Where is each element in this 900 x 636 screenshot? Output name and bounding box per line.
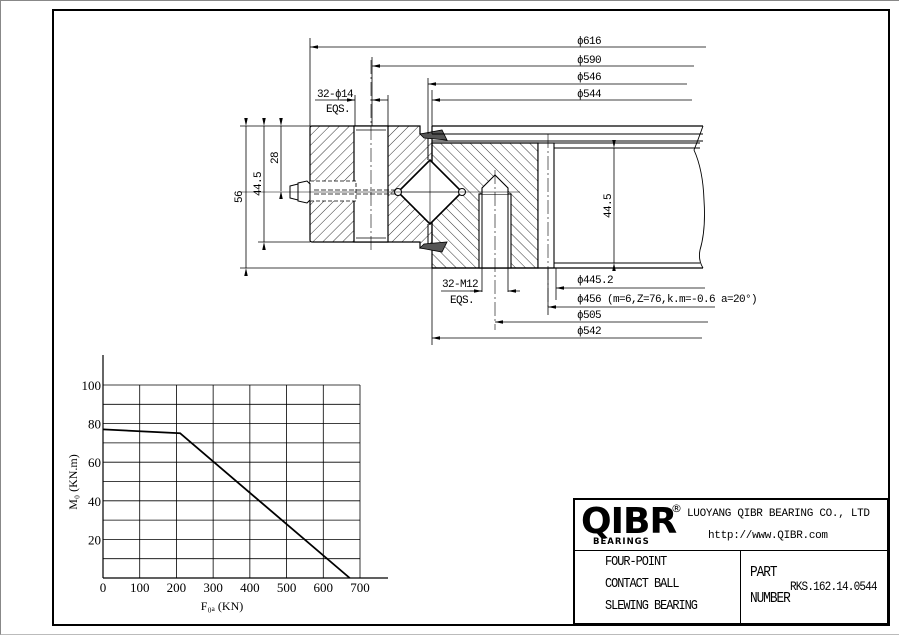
title-block-header: QIBR BEARINGS ® LUOYANG QIBR BEARING CO.…: [575, 500, 887, 551]
height-outer-label: 44.5: [253, 172, 265, 196]
bolt-hole-count: 32-ϕ14: [317, 89, 354, 101]
height-dimensions: [240, 118, 616, 276]
load-curve: [102, 428, 351, 579]
dim-456-gear: ϕ456 (m=6,Z=76,k.m=-0.6 a=20°): [577, 294, 757, 306]
number-label: NUMBER: [750, 590, 791, 607]
tapped-hole-eqs: EQS.: [450, 295, 474, 307]
y-tick-label: 100: [82, 378, 102, 393]
x-tick-label: 300: [203, 580, 223, 595]
height-total-label: 56: [234, 191, 246, 203]
height-inner-label: 44.5: [603, 194, 615, 218]
part-number-cell: PART NUMBER RKS.162.14.0544: [740, 550, 887, 623]
y-tick-label: 80: [88, 417, 101, 432]
dim-542: ϕ542: [577, 326, 601, 338]
dim-544: ϕ544: [577, 89, 602, 101]
bottom-dimension-lines: [431, 268, 715, 345]
description-line-3: SLEWING BEARING: [605, 598, 698, 614]
registered-icon: ®: [671, 502, 682, 515]
part-label: PART: [750, 564, 778, 581]
x-tick-label: 500: [277, 580, 297, 595]
title-block: QIBR BEARINGS ® LUOYANG QIBR BEARING CO.…: [573, 498, 889, 625]
bearing-section: [240, 60, 705, 330]
description-line-2: CONTACT BALL: [605, 576, 679, 592]
drawing-frame: [52, 9, 890, 626]
dim-590: ϕ590: [577, 55, 601, 67]
x-tick-label: 100: [130, 580, 150, 595]
y-tick-label: 20: [88, 532, 101, 547]
bolt-hole-eqs: EQS.: [326, 104, 350, 116]
description-line-1: FOUR-POINT: [605, 554, 667, 570]
x-tick-label: 400: [240, 580, 260, 595]
product-description: FOUR-POINT CONTACT BALL SLEWING BEARING: [575, 550, 741, 623]
y-tick-label: 60: [88, 455, 101, 470]
part-number-value: RKS.162.14.0544: [790, 579, 878, 594]
dim-505: ϕ505: [577, 310, 601, 322]
x-tick-label: 0: [100, 580, 107, 595]
x-tick-label: 200: [167, 580, 187, 595]
dim-616: ϕ616: [577, 36, 601, 48]
y-axis-label: M₀ (KN.m): [66, 454, 80, 510]
x-tick-label: 700: [350, 580, 370, 595]
company-logo: QIBR: [581, 501, 677, 542]
x-axis-label: F₀ₐ (KN): [201, 599, 243, 613]
x-tick-label: 600: [314, 580, 334, 595]
top-dimension-lines: [309, 38, 706, 134]
dim-546: ϕ546: [577, 72, 601, 84]
dim-445: ϕ445.2: [577, 275, 613, 287]
company-name: LUOYANG QIBR BEARING CO., LTD: [687, 508, 870, 520]
height-center-label: 28: [270, 152, 282, 164]
company-url: http://www.QIBR.com: [708, 530, 828, 542]
y-tick-label: 40: [88, 494, 101, 509]
logo-subtitle: BEARINGS: [593, 537, 650, 547]
tapped-hole-count: 32-M12: [442, 279, 478, 291]
